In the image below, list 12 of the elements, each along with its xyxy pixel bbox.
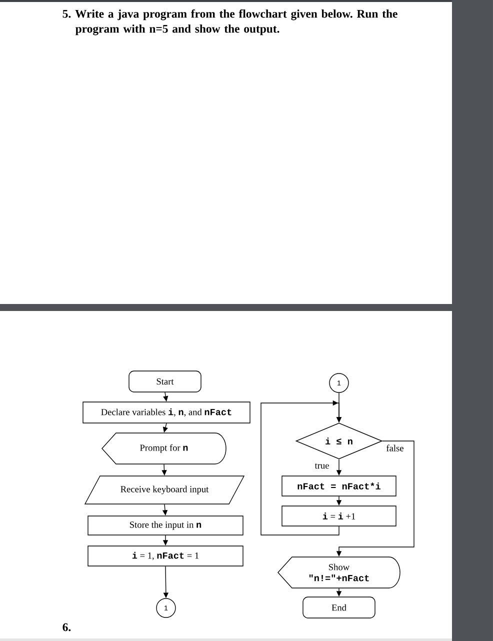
process-box: Store the input in n — [88, 516, 244, 536]
process-box: Declare variables i, n, and nFact — [82, 402, 250, 424]
process-box: i = i +1 — [282, 506, 396, 526]
arrow — [260, 400, 342, 536]
question-text: 5. Write a java program from the flowchart given below. Run the program with n=5 and show the output. — [62, 9, 398, 36]
edge-label: true — [314, 462, 330, 470]
question-number: 6. — [62, 623, 71, 632]
edge-label: false — [386, 444, 404, 452]
process-box: i = 1, nFact = 1 — [88, 546, 244, 566]
process-box: nFact = nFact*i — [282, 476, 396, 496]
terminal-box: Start — [128, 370, 202, 392]
terminal-box: End — [302, 596, 376, 618]
